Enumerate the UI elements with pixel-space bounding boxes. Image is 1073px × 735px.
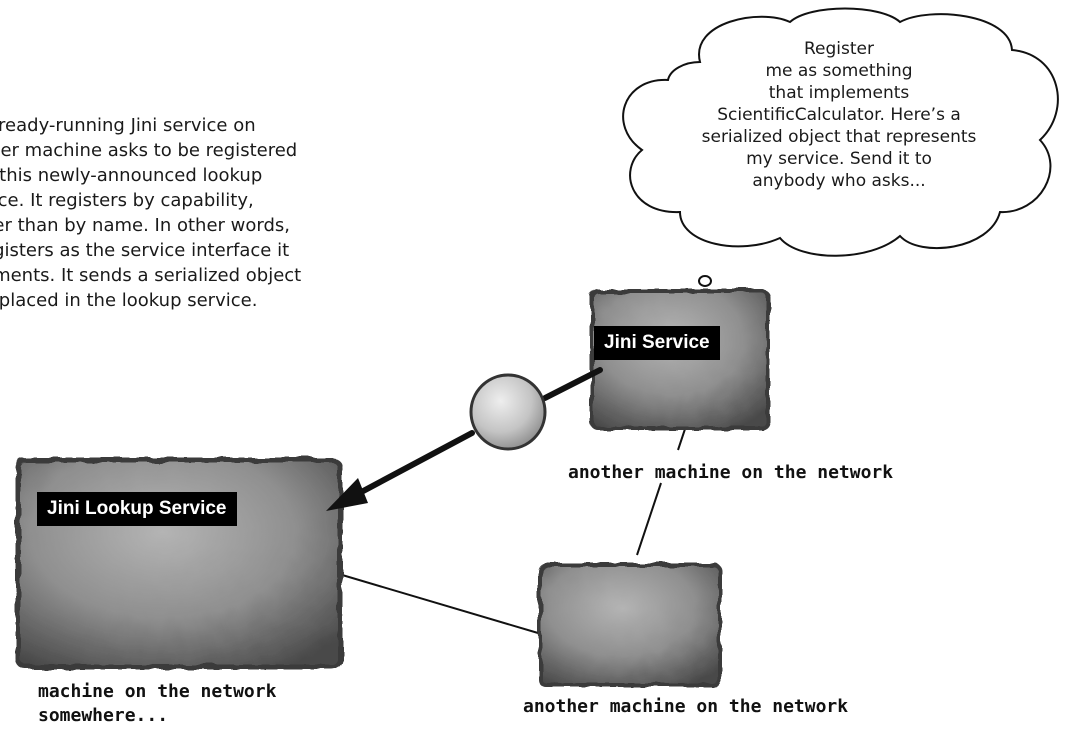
thought-bubble-text: Register me as something that implements… (634, 38, 1044, 192)
caption-another-machine-bottom: another machine on the network (523, 696, 849, 717)
description-line: h this newly-announced lookup (0, 165, 263, 186)
thought-line: that implements (768, 83, 910, 103)
thought-line: serialized object that represents (701, 127, 977, 147)
description-line: e placed in the lookup service. (0, 290, 258, 311)
description-line: already-running Jini service on (0, 115, 256, 136)
link-lookup-to-bottom-machine (321, 568, 539, 634)
jini-lookup-service-label: Jini Lookup Service (37, 492, 237, 526)
description-line: ner than by name. In other words, (0, 215, 290, 236)
link-service-to-bottom-machine (636, 482, 662, 556)
description-line: ements. It sends a serialized object (0, 265, 302, 286)
registration-arrow-upper (542, 367, 603, 401)
description-line: vice. It registers by capability, (0, 190, 254, 211)
description-paragraph: already-running Jini service on ther mac… (0, 113, 377, 313)
thought-line: anybody who asks... (752, 171, 926, 191)
bottom-machine (538, 563, 722, 687)
thought-line: Register (804, 39, 874, 59)
thought-line: ScientificCalculator. Here’s a (717, 105, 961, 125)
registration-arrowhead (326, 478, 368, 511)
thought-bubble (622, 7, 1059, 257)
description-line: ther machine asks to be registered (0, 140, 298, 161)
caption-another-machine-top: another machine on the network (568, 462, 894, 483)
thought-dot-large (698, 275, 712, 287)
thought-line: my service. Send it to (746, 149, 932, 169)
thought-line: me as something (765, 61, 913, 81)
registration-arrow-shaft (349, 430, 475, 500)
caption-machine-somewhere: machine on the network somewhere... (38, 681, 277, 726)
serialized-object-sphere (469, 373, 547, 451)
jini-service-label: Jini Service (594, 326, 720, 360)
description-line: egisters as the service interface it (0, 240, 290, 261)
